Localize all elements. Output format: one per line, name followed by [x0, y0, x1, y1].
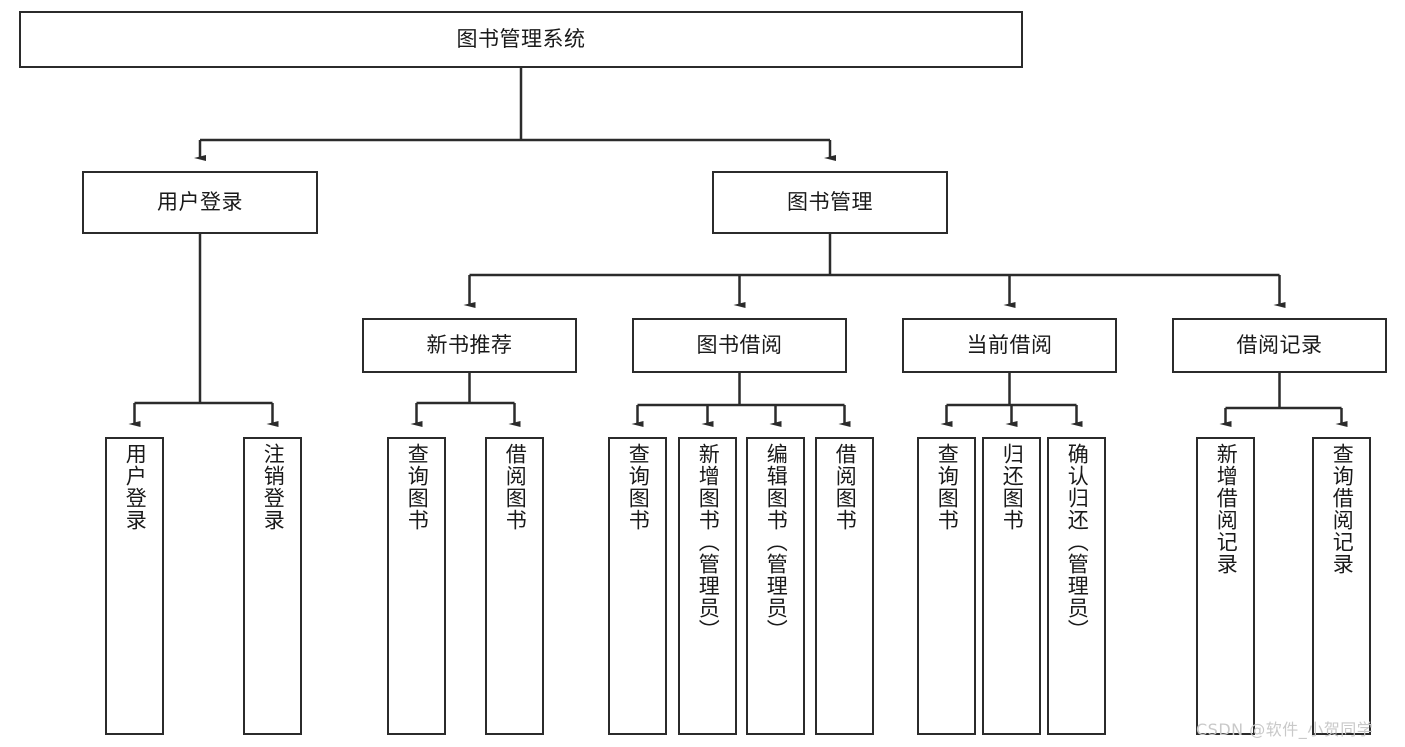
node-leaf-query-book-1[interactable]: 查询图书: [387, 437, 446, 735]
node-label: 确认归还（管理员）: [1065, 443, 1090, 641]
node-leaf-confirm-return[interactable]: 确认归还（管理员）: [1047, 437, 1106, 735]
node-user-login[interactable]: 用户登录: [82, 171, 318, 234]
node-label: 归还图书: [1000, 443, 1025, 531]
node-label: 借阅图书: [833, 443, 858, 531]
node-leaf-query-book-2[interactable]: 查询图书: [608, 437, 667, 735]
node-leaf-add-book[interactable]: 新增图书（管理员）: [678, 437, 737, 735]
node-label: 新书推荐: [426, 332, 513, 357]
node-leaf-query-record[interactable]: 查询借阅记录: [1312, 437, 1371, 735]
node-label: 查询图书: [626, 443, 651, 531]
node-borrow-record[interactable]: 借阅记录: [1172, 318, 1387, 373]
node-label: 图书管理系统: [456, 26, 586, 51]
node-label: 新增图书（管理员）: [696, 443, 721, 641]
node-label: 用户登录: [157, 189, 243, 214]
node-leaf-borrow-book-2[interactable]: 借阅图书: [815, 437, 874, 735]
node-current-borrow[interactable]: 当前借阅: [902, 318, 1117, 373]
node-label: 借阅图书: [503, 443, 528, 531]
node-book-management[interactable]: 图书管理: [712, 171, 948, 234]
node-label: 查询借阅记录: [1330, 443, 1355, 575]
node-label: 新增借阅记录: [1214, 443, 1239, 575]
node-leaf-borrow-book-1[interactable]: 借阅图书: [485, 437, 544, 735]
node-leaf-user-logout[interactable]: 注销登录: [243, 437, 302, 735]
node-root-system[interactable]: 图书管理系统: [19, 11, 1023, 68]
node-leaf-user-login[interactable]: 用户登录: [105, 437, 164, 735]
node-new-book-recommend[interactable]: 新书推荐: [362, 318, 577, 373]
node-label: 图书管理: [787, 189, 873, 214]
node-label: 查询图书: [405, 443, 430, 531]
node-label: 用户登录: [123, 443, 148, 531]
node-label: 当前借阅: [966, 332, 1053, 357]
node-leaf-add-record[interactable]: 新增借阅记录: [1196, 437, 1255, 735]
node-label: 编辑图书（管理员）: [764, 443, 789, 641]
node-book-borrow[interactable]: 图书借阅: [632, 318, 847, 373]
node-label: 注销登录: [261, 443, 286, 531]
node-leaf-query-book-3[interactable]: 查询图书: [917, 437, 976, 735]
node-label: 图书借阅: [696, 332, 783, 357]
node-leaf-edit-book[interactable]: 编辑图书（管理员）: [746, 437, 805, 735]
node-label: 借阅记录: [1236, 332, 1323, 357]
node-label: 查询图书: [935, 443, 960, 531]
node-leaf-return-book[interactable]: 归还图书: [982, 437, 1041, 735]
